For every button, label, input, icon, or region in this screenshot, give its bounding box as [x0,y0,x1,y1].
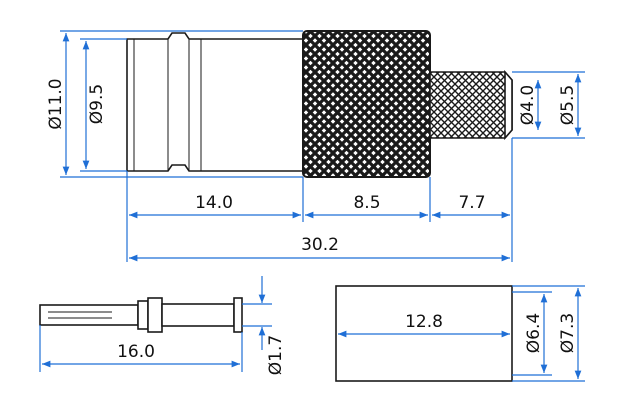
label-total-length: 30.2 [301,235,339,255]
label-rear-length: 7.7 [458,193,485,213]
front-sleeve [126,32,304,172]
rear-crimp-tip [504,69,513,141]
label-ferrule-inner-diameter: Ø6.4 [524,313,544,353]
knurled-nut [302,30,431,178]
rear-crimp-sleeve [429,71,513,139]
pin-head [233,297,243,333]
contact-pin [39,297,243,333]
label-pin-diameter: Ø1.7 [266,335,286,375]
pin-shank [161,303,235,327]
label-rear-outer-diameter: Ø5.5 [558,85,578,125]
label-front-length: 14.0 [195,193,233,213]
dimension-labels: Ø11.0 Ø9.5 Ø4.0 Ø5.5 14.0 8.5 7.7 30.2 1… [46,78,578,375]
label-body-inner-diameter: Ø9.5 [87,84,107,124]
label-knurl-length: 8.5 [353,193,380,213]
pin-collar-2 [147,297,163,333]
pin-tail [39,304,139,326]
connector-body [126,30,513,178]
label-ferrule-length: 12.8 [405,312,443,332]
label-ferrule-outer-diameter: Ø7.3 [558,313,578,353]
pin-collar-1 [137,300,149,330]
label-pin-length: 16.0 [117,342,155,362]
label-body-outer-diameter: Ø11.0 [46,78,66,129]
label-rear-inner-diameter: Ø4.0 [518,85,538,125]
dimension-lines [39,30,585,382]
